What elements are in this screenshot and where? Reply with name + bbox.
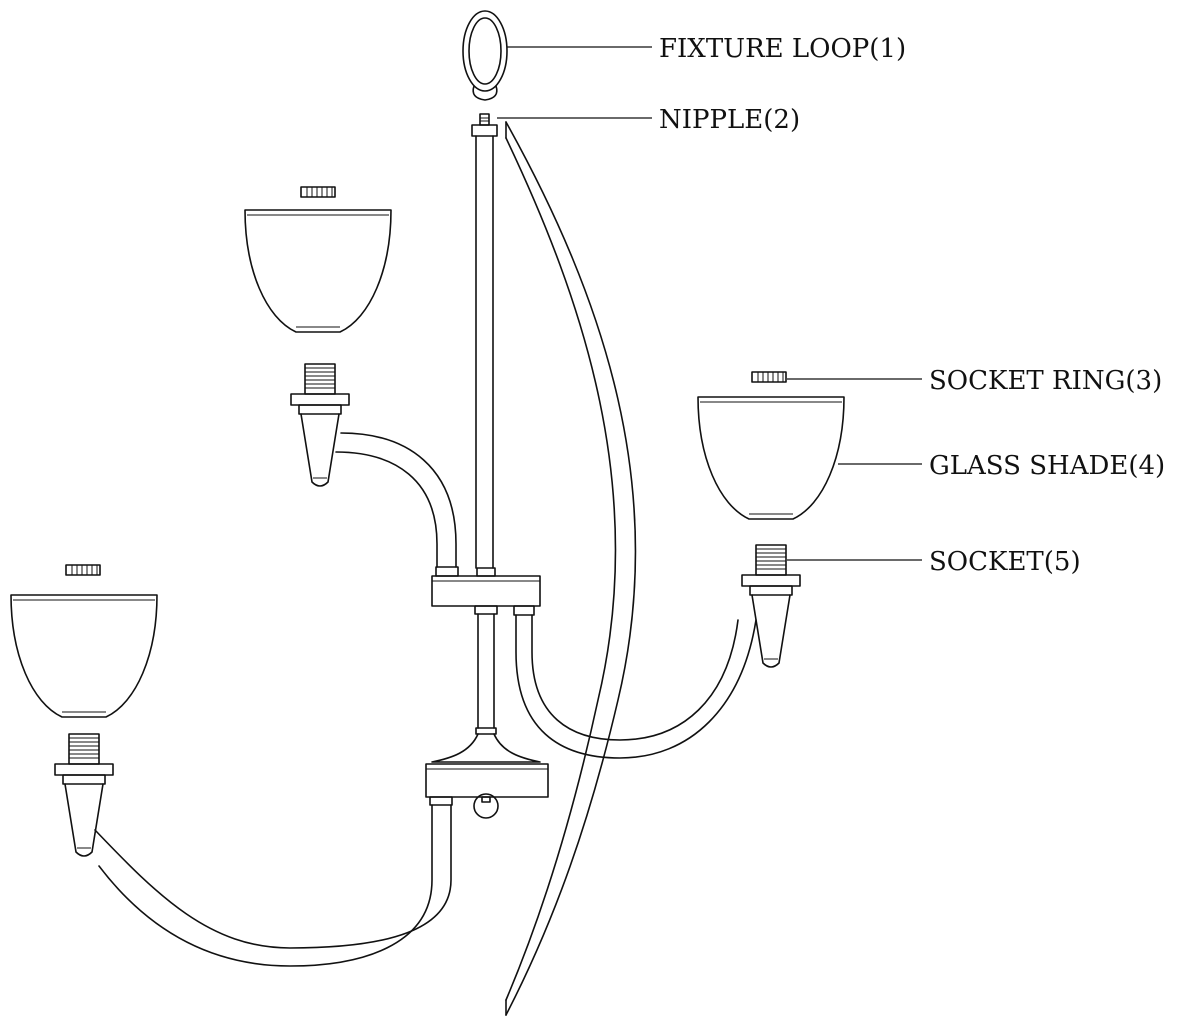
center-column-lower xyxy=(431,605,541,763)
arm-lower-left xyxy=(94,804,452,967)
label-socket-ring: SOCKET RING(3) xyxy=(929,366,1162,396)
arm-upper-left xyxy=(335,432,457,568)
socket-ring-upper-left xyxy=(300,186,336,198)
light-upper-left xyxy=(244,186,392,487)
fixture-loop-part xyxy=(462,10,508,101)
label-glass-shade: GLASS SHADE(4) xyxy=(929,451,1165,481)
label-socket: SOCKET(5) xyxy=(929,547,1081,577)
center-column-upper xyxy=(471,124,498,577)
light-right xyxy=(697,371,845,668)
nipple-part xyxy=(479,113,490,126)
socket-ring-right xyxy=(751,371,787,383)
decorative-side-arm xyxy=(505,121,637,1016)
socket-upper-left xyxy=(290,363,350,487)
socket-lower-left xyxy=(54,733,114,857)
light-lower-left xyxy=(10,564,158,857)
upper-hub xyxy=(431,566,541,616)
glass-shade-upper-left xyxy=(244,209,392,333)
glass-shade-lower-left xyxy=(10,594,158,718)
arm-right xyxy=(515,614,757,759)
glass-shade-right xyxy=(697,396,845,520)
socket-right xyxy=(741,544,801,668)
socket-ring-lower-left xyxy=(65,564,101,576)
lower-hub xyxy=(425,763,549,819)
label-nipple: NIPPLE(2) xyxy=(659,105,800,135)
label-fixture-loop: FIXTURE LOOP(1) xyxy=(659,34,906,64)
